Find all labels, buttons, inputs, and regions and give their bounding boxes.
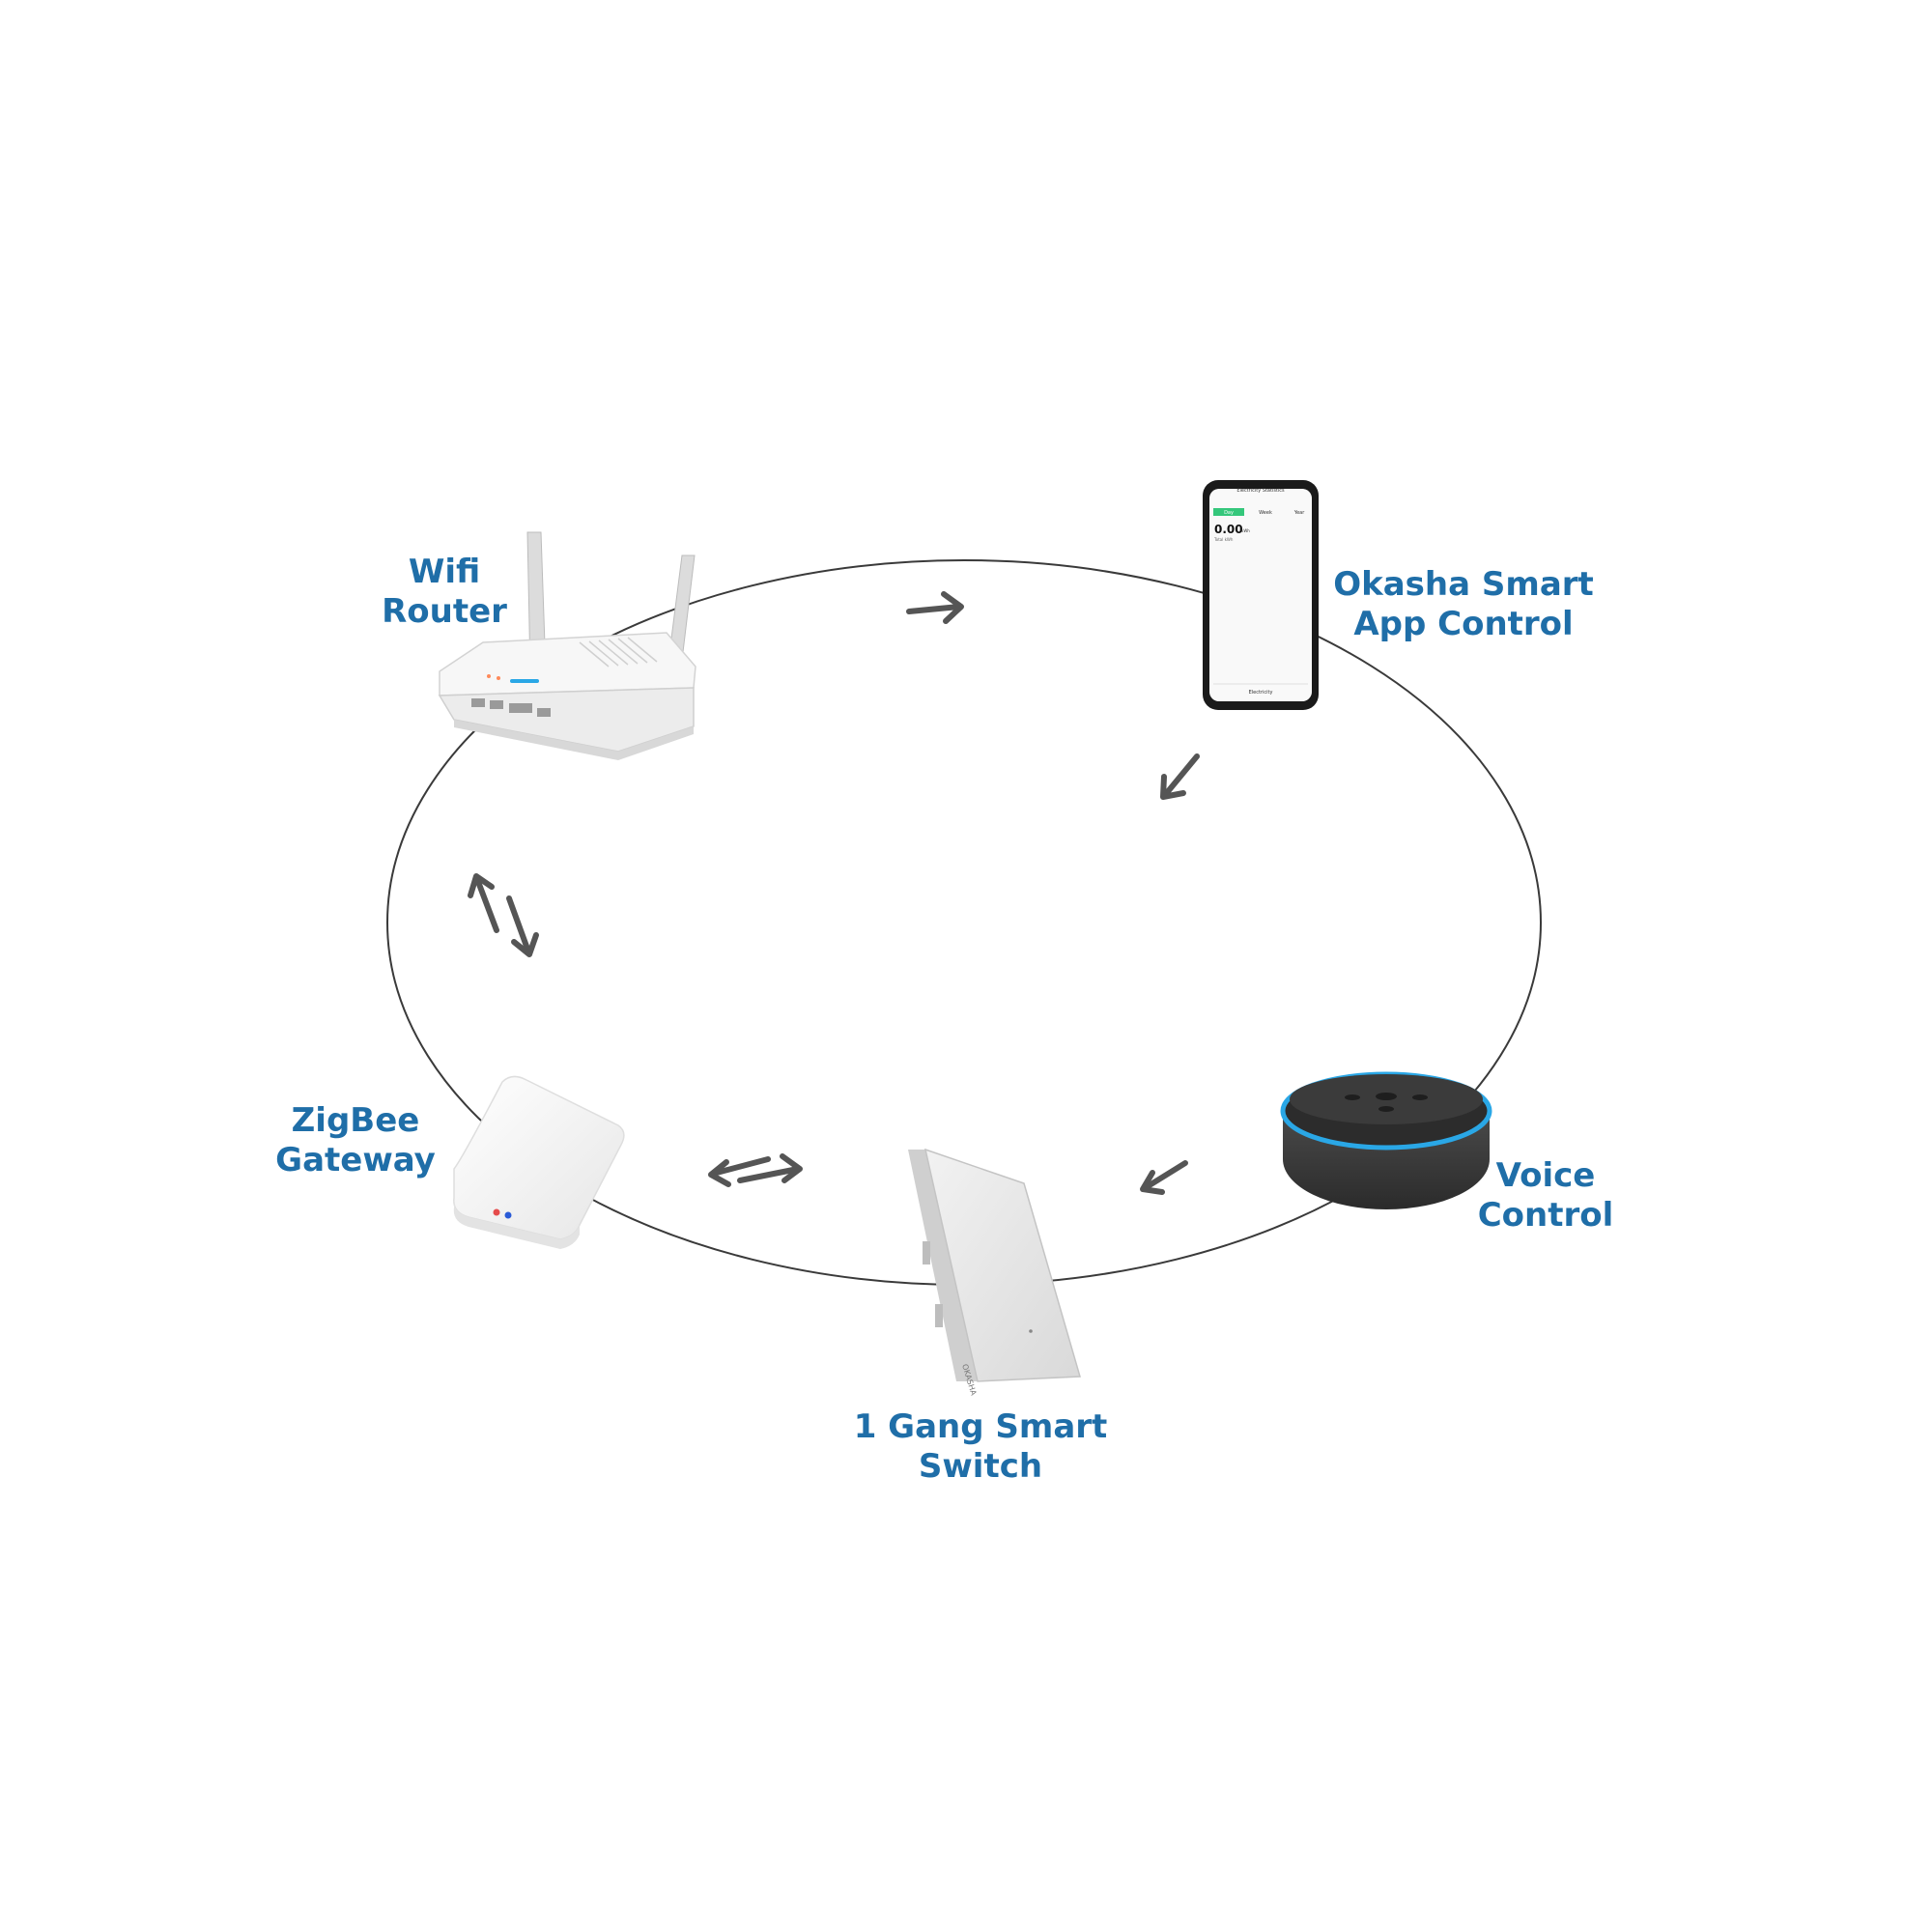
arrow-router-to-app [906,591,964,624]
zigbee-gateway-label-line2: Gateway [275,1141,436,1179]
arrow-voice-to-switch [1140,1160,1188,1195]
smart-switch-label-line1: 1 Gang Smart [853,1407,1108,1446]
app-control-label-line2: App Control [1353,605,1574,643]
phone-screen-title: Electricity Statistics [1236,488,1285,494]
phone-tab-active [1213,508,1244,516]
phone-tab-week[interactable]: Week [1259,510,1272,516]
zigbee-gateway-label-line1: ZigBee [291,1101,420,1140]
wifi-router-icon [438,531,696,760]
phone-footer: Electricity [1249,690,1273,696]
wall-switch-icon: OKASHA [908,1148,1081,1397]
arrow-app-to-voice [1160,753,1200,800]
phone-reading-caption: Total kWh [1213,537,1234,542]
wifi-router-label-line1: Wifi [408,553,481,591]
voice-control-label: Voice Control [1463,1156,1628,1236]
app-control-label-line1: Okasha Smart [1333,565,1594,604]
wifi-router-label: Wifi Router [348,553,541,632]
voice-control-label-line1: Voice [1495,1156,1596,1195]
zigbee-hub-icon [453,1075,625,1249]
zigbee-gateway-label: ZigBee Gateway [259,1101,452,1180]
smart-switch-label: 1 Gang Smart Switch [840,1407,1121,1487]
arrow-router-gateway-bidirectional [468,873,539,957]
phone-tab-day[interactable]: Day [1224,510,1234,516]
voice-control-label-line2: Control [1477,1196,1614,1235]
wifi-router-label-line2: Router [382,592,507,631]
smart-switch-label-line2: Switch [918,1447,1043,1486]
phone-reading-value: 0.00 [1214,523,1243,536]
arrow-switch-gateway-bidirectional [708,1153,803,1187]
phone-reading-unit: kWh [1241,528,1250,533]
smart-speaker-icon [1280,1071,1492,1209]
smartphone-icon: Electricity Statistics Day Week Year 0.0… [1203,480,1319,710]
app-control-label: Okasha Smart App Control [1309,565,1618,644]
phone-tab-year[interactable]: Year [1293,510,1306,516]
